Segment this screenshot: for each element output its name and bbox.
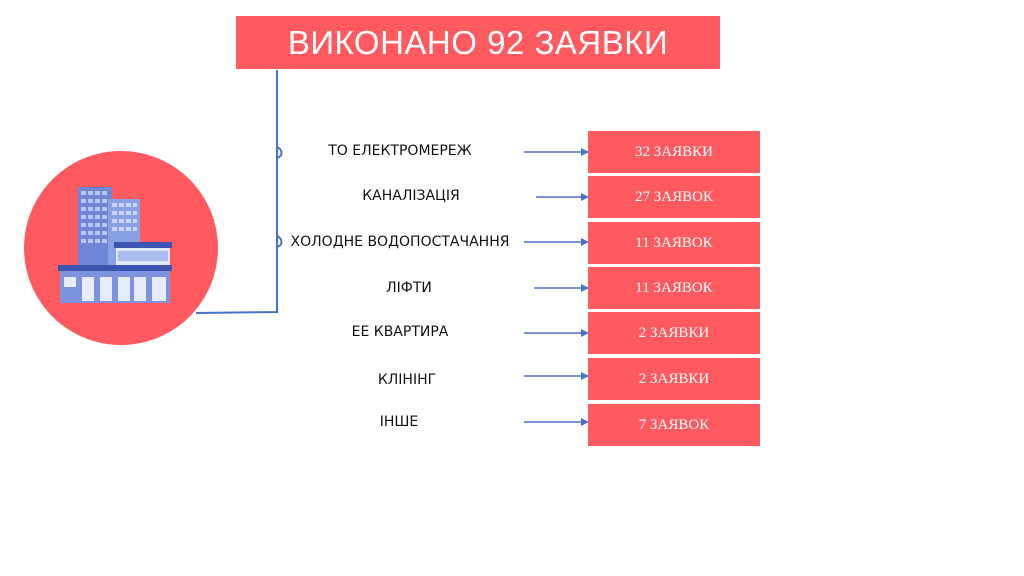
category-label: КАНАЛІЗАЦІЯ [362,188,460,204]
category-label: ЛІФТИ [386,280,432,296]
category-label: ЕЕ КВАРТИРА [351,324,449,340]
count-box: 32 ЗАЯВКИ [588,131,760,173]
count-box: 2 ЗАЯВКИ [588,358,760,400]
building-icon [58,187,172,303]
count-box: 11 ЗАЯВОК [588,222,760,264]
category-label: КЛІНІНГ [377,372,437,388]
page-title: ВИКОНАНО 92 ЗАЯВКИ [287,23,669,61]
category-label: ІНШЕ [379,414,419,430]
count-value: 27 ЗАЯВОК [635,188,713,205]
category-label: ХОЛОДНЕ ВОДОПОСТАЧАННЯ [290,234,510,250]
count-value: 2 ЗАЯВКИ [638,370,710,387]
count-value: 2 ЗАЯВКИ [638,324,710,341]
title-box: ВИКОНАНО 92 ЗАЯВКИ [236,16,720,69]
count-box: 2 ЗАЯВКИ [588,312,760,354]
count-value: 11 ЗАЯВОК [635,279,713,296]
count-box: 11 ЗАЯВОК [588,267,760,309]
count-box: 7 ЗАЯВОК [588,404,760,446]
count-value: 11 ЗАЯВОК [635,234,713,251]
category-label: ТО ЕЛЕКТРОМЕРЕЖ [328,143,472,159]
count-value: 7 ЗАЯВОК [638,416,710,433]
count-value: 32 ЗАЯВКИ [635,143,713,160]
count-box: 27 ЗАЯВОК [588,176,760,218]
